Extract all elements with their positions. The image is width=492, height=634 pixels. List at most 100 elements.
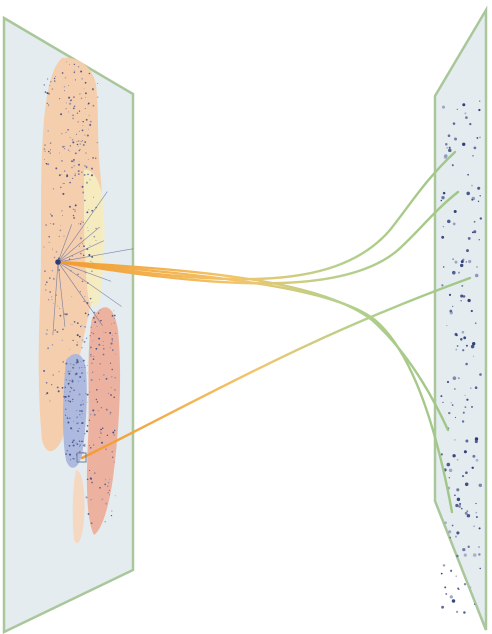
left-node (109, 347, 111, 349)
left-node (96, 401, 99, 403)
left-node (77, 430, 79, 432)
left-node (66, 450, 68, 452)
left-node (64, 373, 66, 375)
right-node (441, 196, 445, 200)
left-node (92, 371, 94, 373)
left-node (100, 432, 102, 434)
left-node (91, 302, 93, 303)
right-node (452, 222, 456, 226)
left-node (80, 97, 83, 100)
left-node (85, 393, 87, 394)
left-node (95, 227, 97, 230)
right-node (467, 298, 471, 303)
left-node (85, 152, 87, 154)
left-node (68, 372, 71, 375)
left-node (64, 386, 67, 389)
region-peach-stem (72, 470, 85, 544)
right-node (452, 122, 456, 125)
right-node (457, 587, 460, 590)
left-node (51, 299, 53, 301)
left-node (105, 448, 107, 451)
right-node (461, 420, 465, 423)
left-node (59, 152, 61, 154)
right-node (454, 332, 458, 336)
left-node (92, 332, 95, 335)
right-node (462, 103, 466, 107)
left-node (55, 251, 58, 253)
left-node (78, 110, 81, 112)
right-node (473, 525, 475, 527)
left-node (102, 341, 104, 342)
right-node (458, 505, 461, 508)
right-node (475, 458, 479, 462)
left-node (81, 324, 83, 326)
left-node (74, 204, 77, 207)
left-node (56, 305, 58, 307)
left-node (63, 85, 66, 88)
left-node (86, 282, 89, 284)
left-node (44, 159, 45, 160)
left-node (53, 278, 55, 280)
left-node (79, 375, 82, 379)
left-node (78, 445, 80, 447)
right-node (444, 586, 447, 589)
right-node (479, 567, 481, 570)
left-node (82, 140, 84, 142)
left-node (66, 417, 69, 420)
region-salmon (86, 307, 121, 535)
right-node (454, 416, 457, 419)
right-node (468, 259, 472, 264)
left-node (85, 181, 89, 184)
left-node (73, 389, 75, 391)
right-node (446, 462, 451, 467)
left-node (62, 183, 64, 185)
right-node (448, 530, 452, 534)
left-node (103, 348, 105, 350)
left-node (72, 401, 74, 402)
left-node (61, 386, 64, 389)
left-node (105, 502, 108, 505)
right-node (476, 137, 479, 139)
left-node (72, 339, 74, 342)
right-node (454, 439, 456, 441)
left-node (55, 294, 57, 296)
right-node (452, 305, 454, 307)
right-node (477, 200, 480, 203)
left-node (57, 257, 60, 260)
left-node (54, 81, 56, 83)
right-node (460, 300, 462, 302)
right-node (476, 266, 478, 268)
left-node (74, 211, 76, 212)
right-node (456, 108, 458, 111)
left-node (46, 78, 49, 80)
left-node (77, 121, 79, 123)
left-node (73, 458, 75, 460)
left-node (82, 403, 84, 405)
left-node (110, 375, 113, 378)
left-node (83, 245, 85, 248)
right-node (466, 249, 469, 253)
left-node (71, 166, 73, 169)
left-node (81, 171, 83, 173)
left-node (56, 386, 59, 389)
right-node (440, 395, 443, 398)
right-node (454, 494, 456, 497)
left-node (72, 214, 75, 217)
left-node (88, 255, 90, 257)
left-node (91, 499, 92, 500)
right-node (461, 330, 465, 334)
left-node (81, 347, 83, 349)
left-node (89, 335, 91, 337)
left-node (76, 322, 79, 324)
left-node (97, 142, 99, 144)
left-node (47, 163, 50, 166)
left-node (99, 437, 101, 439)
left-node (93, 355, 95, 357)
left-node (52, 223, 55, 225)
right-node (461, 475, 465, 478)
region-peach-large (38, 57, 103, 452)
left-node (80, 70, 83, 73)
right-node (474, 322, 477, 325)
right-node (446, 380, 450, 384)
